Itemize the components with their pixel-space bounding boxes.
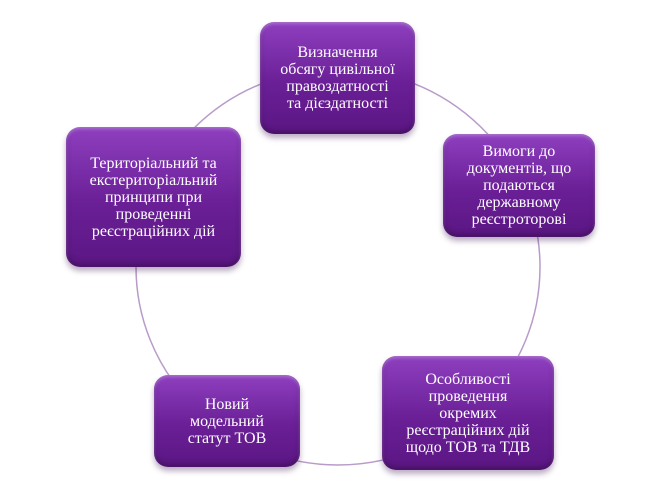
node-line: Вимоги до <box>482 143 556 160</box>
node-legal-capacity: Визначення обсягу цивільної правоздатнос… <box>260 22 415 134</box>
node-line: модельний <box>190 412 264 430</box>
node-line: проведення <box>428 387 508 405</box>
node-registration-specifics: Особливості проведення окремих реєстраці… <box>382 356 554 470</box>
node-line: реєстроторові <box>471 211 567 228</box>
node-line: щодо ТОВ та ТДВ <box>405 438 531 456</box>
node-line: екстериторіальний <box>89 171 218 189</box>
node-text: Територіальний та екстериторіальний прин… <box>90 155 218 240</box>
node-line: Визначення <box>297 44 378 61</box>
node-model-charter: Новий модельний статут ТОВ <box>154 375 300 467</box>
node-line: подаються <box>483 177 555 194</box>
node-text: Новий модельний статут ТОВ <box>188 396 267 447</box>
node-line: обсягу цивільної <box>280 61 395 78</box>
node-text: Вимоги до документів, що подаються держа… <box>467 143 572 228</box>
node-text: Особливості проведення окремих реєстраці… <box>406 371 530 456</box>
node-line: документів, що <box>466 160 572 177</box>
node-line: Новий <box>204 395 250 413</box>
node-line: Особливості <box>425 370 511 388</box>
node-line: окремих <box>439 404 497 422</box>
node-line: правоздатності <box>286 78 389 95</box>
node-line: принципи при <box>104 188 203 206</box>
node-line: проведенні <box>115 205 192 223</box>
node-text: Визначення обсягу цивільної правоздатнос… <box>280 44 395 112</box>
node-line: реєстраційних дій <box>406 421 530 439</box>
node-line: державному <box>477 194 561 211</box>
node-line: реєстраційних дій <box>91 222 216 240</box>
node-line: статут ТОВ <box>187 429 267 447</box>
node-line: та дієздатності <box>286 95 389 112</box>
node-line: Територіальний та <box>90 154 217 172</box>
node-territorial-principles: Територіальний та екстериторіальний прин… <box>66 127 241 267</box>
node-document-requirements: Вимоги до документів, що подаються держа… <box>443 134 595 237</box>
